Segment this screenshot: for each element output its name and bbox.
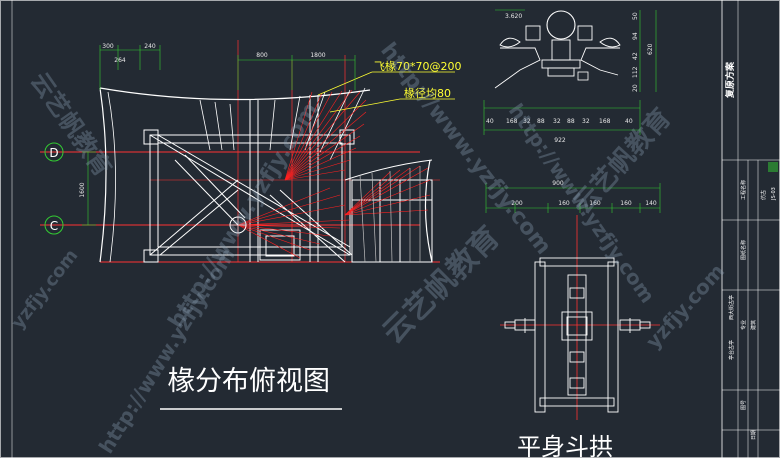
titleblock-value-1: 亭台古亭 — [728, 340, 735, 360]
section-elevation: 3.620 — [505, 13, 522, 20]
titleblock-row-1: 图纸名称 — [740, 240, 747, 260]
bracket-dim-3: 160 — [620, 200, 632, 207]
titleblock-value-0: 西大街古亭 — [728, 295, 735, 320]
titleblock-row-4: 图号 — [741, 400, 747, 410]
bracket-dim-1: 160 — [558, 200, 570, 207]
section-dim-94: 94 — [632, 32, 639, 40]
titleblock-value-2: 仿古 — [760, 190, 767, 200]
bracket-dim-0: 200 — [511, 200, 523, 207]
top-eave-curve — [99, 87, 371, 101]
watermark-layer: http://www.yzfjy.com http://www.yzfjy.co… — [7, 38, 729, 457]
section-dim-b1: 168 — [506, 118, 518, 125]
axis-label-d: D — [49, 146, 58, 160]
titleblock-row-2: 专业 — [740, 320, 747, 330]
bracket-shape — [504, 257, 651, 413]
plan-dim-300: 300 — [102, 43, 114, 50]
section-dim-b6: 32 — [582, 118, 590, 125]
titleblock-value-3: JS-03 — [771, 187, 777, 201]
watermark-url-3: http://www.yzfjy.com — [94, 244, 240, 458]
plan-dim-800: 800 — [256, 52, 268, 59]
watermark-brand-1: 云艺帆教育 — [25, 67, 117, 181]
column-top-circle — [546, 10, 576, 40]
title-block: 复原方案 工程名称 图纸名称 专业 建筑 图号 日期 西大街古亭 亭台古亭 仿古… — [722, 0, 780, 458]
section-dim-620: 620 — [647, 43, 654, 55]
section-dim-50: 50 — [632, 12, 639, 20]
section-dim-b8: 40 — [625, 118, 633, 125]
bracket-plan-detail: 900 200 160 160 160 140 平身斗拱 — [485, 180, 661, 458]
plan-dim-264: 264 — [114, 57, 126, 64]
fan-rafters-corner-b — [237, 187, 351, 259]
section-dim-b2: 32 — [523, 118, 531, 125]
watermark-brand-3: 云艺帆教育 — [376, 220, 507, 351]
section-dim-b3: 88 — [537, 118, 545, 125]
note-leader-2 — [329, 98, 401, 113]
frame-structure — [143, 95, 433, 263]
bracket-dimension-lines — [485, 183, 661, 213]
section-dim-b5: 88 — [567, 118, 575, 125]
bracket-dim-total: 900 — [552, 180, 564, 187]
plan-dim-1600: 1600 — [79, 182, 86, 197]
roof-rafters — [199, 87, 366, 161]
fan-rafters-corner-c — [344, 165, 431, 216]
plan-dimension-lines — [82, 45, 356, 226]
axis-bubble-d — [44, 142, 64, 162]
left-eave-curve — [99, 87, 107, 263]
fan-rafters-corner-a — [284, 89, 367, 181]
plan-title: 椽分布俯视图 — [168, 366, 330, 397]
section-dim-b4: 32 — [553, 118, 561, 125]
section-dim-total: 922 — [554, 137, 566, 144]
bracket-title: 平身斗拱 — [517, 433, 613, 458]
section-dim-20: 20 — [632, 84, 639, 92]
section-dim-112: 112 — [632, 66, 639, 78]
watermark-short-1: yzfjy.com — [641, 259, 729, 353]
plan-dim-1800: 1800 — [310, 52, 325, 59]
note-rafter-diameter: 椽径均80 — [404, 87, 451, 100]
bracket-section-detail: 3.620 620 50 94 42 112 20 40 168 32 88 3… — [483, 9, 657, 144]
note-leader-1 — [317, 71, 373, 96]
titleblock-row-3: 建筑 — [750, 320, 757, 330]
left-eave-inner — [107, 91, 116, 263]
section-dim-42: 42 — [632, 52, 639, 60]
note-flying-rafter: 飞椽70*70@200 — [374, 60, 462, 73]
bracket-dim-4: 140 — [645, 200, 657, 207]
titleblock-heading: 复原方案 — [724, 61, 736, 99]
bracket-dim-2: 160 — [589, 200, 601, 207]
titleblock-row-5: 日期 — [751, 430, 757, 440]
titleblock-row-0: 工程名称 — [740, 180, 747, 200]
section-dim-b7: 168 — [599, 118, 611, 125]
axis-label-c: C — [50, 219, 58, 233]
watermark-short-2: yzfjy.com — [7, 245, 82, 333]
right-rafters — [359, 166, 421, 263]
watermark-url-2: http://www.yzfjy.com — [375, 38, 556, 259]
section-dimension-lines — [483, 10, 657, 135]
right-eave-top — [344, 159, 433, 181]
plan-dim-240: 240 — [144, 43, 156, 50]
right-eave-curve — [424, 159, 433, 263]
section-dim-b0: 40 — [486, 118, 494, 125]
axis-bubble-c — [44, 215, 64, 235]
rafter-plan-drawing: D C — [40, 40, 462, 410]
